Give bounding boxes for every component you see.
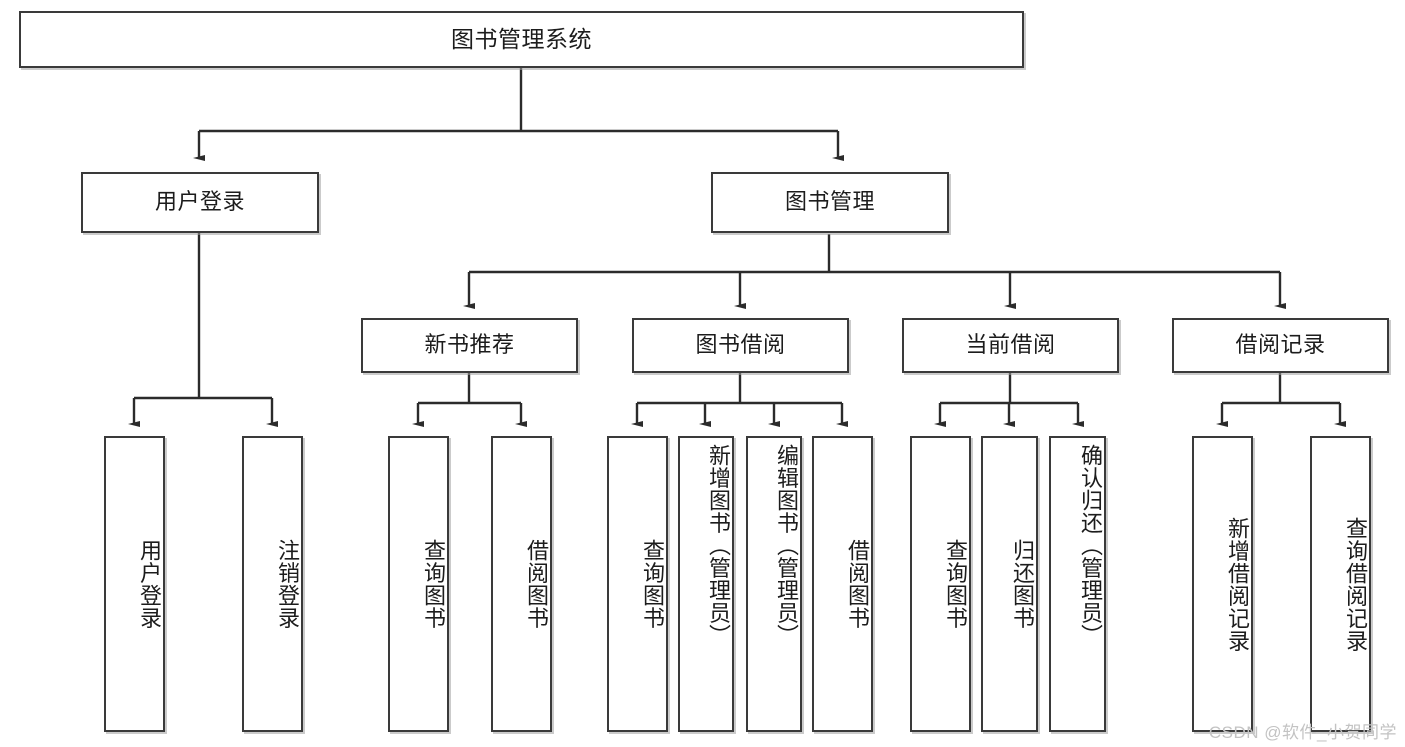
node-label: 借阅图书	[524, 539, 549, 629]
leaf-borrow-book-recommend[interactable]: 借阅图书	[491, 436, 552, 732]
node-label: 新增借阅记录	[1225, 516, 1250, 652]
node-book-borrow[interactable]: 图书借阅	[632, 318, 849, 373]
node-label: 编辑图书（管理员）	[774, 444, 799, 647]
node-label: 查询图书	[640, 539, 665, 629]
leaf-borrow-book[interactable]: 借阅图书	[812, 436, 873, 732]
node-borrow-record[interactable]: 借阅记录	[1172, 318, 1389, 373]
leaf-add-book-admin[interactable]: 新增图书（管理员）	[678, 436, 734, 732]
node-label: 用户登录	[137, 539, 162, 629]
watermark: CSDN @软件_小贺同学	[1208, 723, 1397, 742]
node-label: 借阅图书	[845, 539, 870, 629]
node-label: 查询借阅记录	[1343, 516, 1368, 652]
node-label: 归还图书	[1010, 539, 1035, 629]
node-label: 图书管理系统	[451, 25, 592, 52]
leaf-edit-book-admin[interactable]: 编辑图书（管理员）	[746, 436, 802, 732]
node-current-borrow[interactable]: 当前借阅	[902, 318, 1119, 373]
leaf-confirm-return-admin[interactable]: 确认归还（管理员）	[1049, 436, 1106, 732]
node-label: 图书借阅	[695, 332, 786, 358]
node-label: 新书推荐	[424, 332, 515, 358]
node-label: 当前借阅	[965, 332, 1056, 358]
leaf-query-book-current[interactable]: 查询图书	[910, 436, 971, 732]
node-user-login[interactable]: 用户登录	[81, 172, 319, 233]
node-label: 用户登录	[154, 189, 245, 215]
leaf-query-book-borrow[interactable]: 查询图书	[607, 436, 668, 732]
node-root-system[interactable]: 图书管理系统	[19, 11, 1024, 68]
leaf-user-login[interactable]: 用户登录	[104, 436, 165, 732]
leaf-add-borrow-record[interactable]: 新增借阅记录	[1192, 436, 1253, 732]
node-book-manage[interactable]: 图书管理	[711, 172, 949, 233]
node-label: 新增图书（管理员）	[706, 444, 731, 647]
leaf-user-logout[interactable]: 注销登录	[242, 436, 303, 732]
leaf-query-book-recommend[interactable]: 查询图书	[388, 436, 449, 732]
node-new-book-recommend[interactable]: 新书推荐	[361, 318, 578, 373]
node-label: 借阅记录	[1235, 332, 1326, 358]
node-label: 查询图书	[943, 539, 968, 629]
node-label: 图书管理	[784, 189, 875, 215]
node-label: 注销登录	[275, 539, 300, 629]
leaf-query-borrow-record[interactable]: 查询借阅记录	[1310, 436, 1371, 732]
node-label: 确认归还（管理员）	[1078, 444, 1103, 647]
node-label: 查询图书	[421, 539, 446, 629]
leaf-return-book[interactable]: 归还图书	[981, 436, 1038, 732]
